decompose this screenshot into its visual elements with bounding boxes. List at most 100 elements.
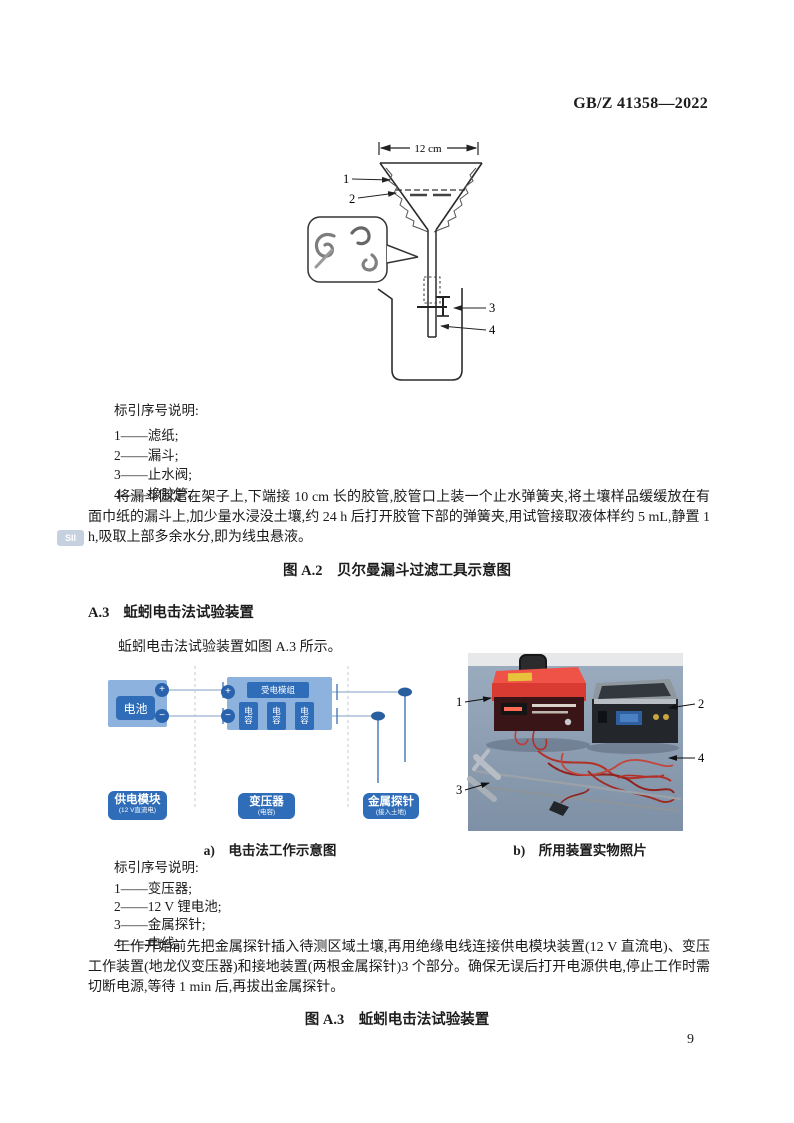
worm-stick-icon <box>314 248 334 269</box>
clip-clamp <box>549 801 569 816</box>
battery-switch <box>598 711 607 723</box>
ref-label-4: 4 <box>489 323 496 337</box>
ref-arrow-2 <box>357 191 397 199</box>
probe-rod-photo-2 <box>483 785 679 813</box>
figure-a3-paragraph: 工作开始前先把金属探针插入待测区域土壤,再用绝缘电线连接供电模块装置(12 V … <box>88 940 710 995</box>
legend-item: 4——橡胶管。 <box>114 486 202 502</box>
bubble-pointer-top <box>386 244 419 258</box>
figure-a3-caption: 图 A.3 蚯蚓电击法试验装置 <box>304 1012 490 1028</box>
probe-head-1 <box>398 687 412 697</box>
module-transformer: 变压器 (电容) <box>238 793 295 819</box>
legend-item: 3——止水阀; <box>114 467 193 482</box>
module-power-supply: 供电模块 (12 V直流电) <box>108 791 167 820</box>
capacitor-box-3: 电容 <box>295 702 314 730</box>
figure-a2-legend: 标引序号说明: 1——滤纸; 2——漏斗; 3——止水阀; 4——橡胶管。 <box>114 399 202 504</box>
module-subtitle: (电容) <box>257 809 276 816</box>
battery-display-inner <box>620 714 638 722</box>
wire-tangle-3 <box>560 752 674 776</box>
machine-sticker <box>507 672 533 682</box>
legend-item: 2——12 V 锂电池; <box>114 899 222 915</box>
receiver-box: 受电模组 <box>247 682 309 698</box>
ref-arrow-4 <box>440 323 487 331</box>
module-title: 金属探针 <box>368 796 414 808</box>
battery-box: 电池 <box>116 696 155 720</box>
machine-wire-2 <box>532 730 548 751</box>
module-title: 供电模块 <box>114 794 161 806</box>
photo-wall <box>468 653 683 666</box>
beaker <box>377 288 463 381</box>
machine-label-strip-2 <box>532 711 568 714</box>
machine-top <box>492 667 586 687</box>
photo-ref-label-3: 3 <box>456 783 462 797</box>
capacitor-label: 电容 <box>244 705 253 725</box>
ref-label-3: 3 <box>489 301 495 315</box>
worm-curl-icon <box>361 253 378 272</box>
photo-ref-arrow-1 <box>464 696 492 703</box>
battery-top-panel <box>598 683 671 699</box>
watermark: SII <box>57 530 84 546</box>
legend-item: 3——金属探针; <box>114 917 206 933</box>
machine-knob <box>564 718 572 726</box>
clamp-wire <box>560 788 590 804</box>
capacitor-label: 电容 <box>272 705 281 725</box>
machine-body <box>492 683 586 701</box>
legend-item: 2——漏斗; <box>114 447 179 463</box>
filter-paper-right <box>433 167 477 233</box>
figure-a2-paragraph: 将漏斗固定在架子上,下端接 10 cm 长的胶管,胶管口上装一个止水弹簧夹,将土… <box>88 490 710 545</box>
figure-a3-circuit-diagram: 电池 + − 受电模组 + − 电容 电容 电容 供电模块 (12 V直流电) … <box>95 658 445 830</box>
page-number: 9 <box>687 1032 694 1047</box>
bubble-pointer-bottom <box>386 256 419 264</box>
section-title: 蚯蚓电击法试验装置 <box>123 605 254 621</box>
capacitor-box-1: 电容 <box>239 702 258 730</box>
dimension-label: 12 cm <box>414 143 442 155</box>
circuit-wires <box>162 666 412 808</box>
figure-a3-legend: 标引序号说明: 1——变压器; 2——12 V 锂电池; 3——金属探针; 4—… <box>114 856 222 953</box>
transformer-plus-terminal: + <box>221 685 235 699</box>
photo-ref-label-2: 2 <box>698 697 704 711</box>
legend-item: 4——电线。 <box>114 935 189 951</box>
worm-callout-bubble <box>307 216 388 283</box>
probe-handle-2 <box>467 776 497 802</box>
machine-label-strip-1 <box>532 704 576 707</box>
module-title: 变压器 <box>249 796 284 808</box>
worm-spiral-icon <box>314 232 336 258</box>
machine-display-digits <box>504 707 522 711</box>
funnel-wall-right <box>435 162 483 231</box>
ref-label-1: 1 <box>343 172 349 186</box>
figure-a2-caption: 图 A.2 贝尔曼漏斗过滤工具示意图 <box>283 563 511 579</box>
funnel-wall-left <box>379 162 429 231</box>
shadow-1 <box>486 738 590 752</box>
worm-hook-icon <box>350 226 371 246</box>
module-metal-probe: 金属探针 (接入土地) <box>363 793 419 819</box>
wire-tangle-2 <box>547 762 675 794</box>
figure-a2-funnel-diagram: 12 cm 1 2 <box>307 142 496 381</box>
caption-a: a) 电击法工作示意图 <box>203 843 337 858</box>
machine-wire-1 <box>514 730 529 746</box>
probe-handle-cross <box>472 749 490 771</box>
section-a3-heading: A.3 蚯蚓电击法试验装置 <box>88 601 254 622</box>
legend-title: 标引序号说明: <box>114 403 199 418</box>
photo-content <box>467 653 683 831</box>
ref-arrow-1 <box>351 176 391 183</box>
wire-tangle-4 <box>587 770 677 803</box>
shadow-2 <box>587 742 679 754</box>
photo-ref-arrow-2 <box>668 703 696 710</box>
battery-minus-terminal: − <box>155 709 169 723</box>
transformer-minus-terminal: − <box>221 709 235 723</box>
wire-tangle-5 <box>617 774 665 779</box>
photo-ref-arrow-3 <box>464 782 490 791</box>
photo-ref-label-1: 1 <box>456 695 462 709</box>
probe-rod-photo-1 <box>473 769 682 801</box>
legend-title: 标引序号说明: <box>114 860 199 875</box>
capacitor-label: 电容 <box>300 705 309 725</box>
apparatus-photo: 1 2 3 4 <box>456 653 705 831</box>
probe-head-2 <box>371 711 385 721</box>
rubber-sleeve <box>423 276 441 304</box>
capacitor-box-2: 电容 <box>267 702 286 730</box>
legend-item: 1——滤纸; <box>114 428 179 443</box>
figure-a3-photo: 1 2 3 4 <box>455 650 710 838</box>
section-number: A.3 <box>88 605 110 621</box>
module-subtitle: (接入土地) <box>375 809 407 816</box>
ref-label-2: 2 <box>349 192 355 206</box>
battery-terminal-1 <box>653 714 659 720</box>
